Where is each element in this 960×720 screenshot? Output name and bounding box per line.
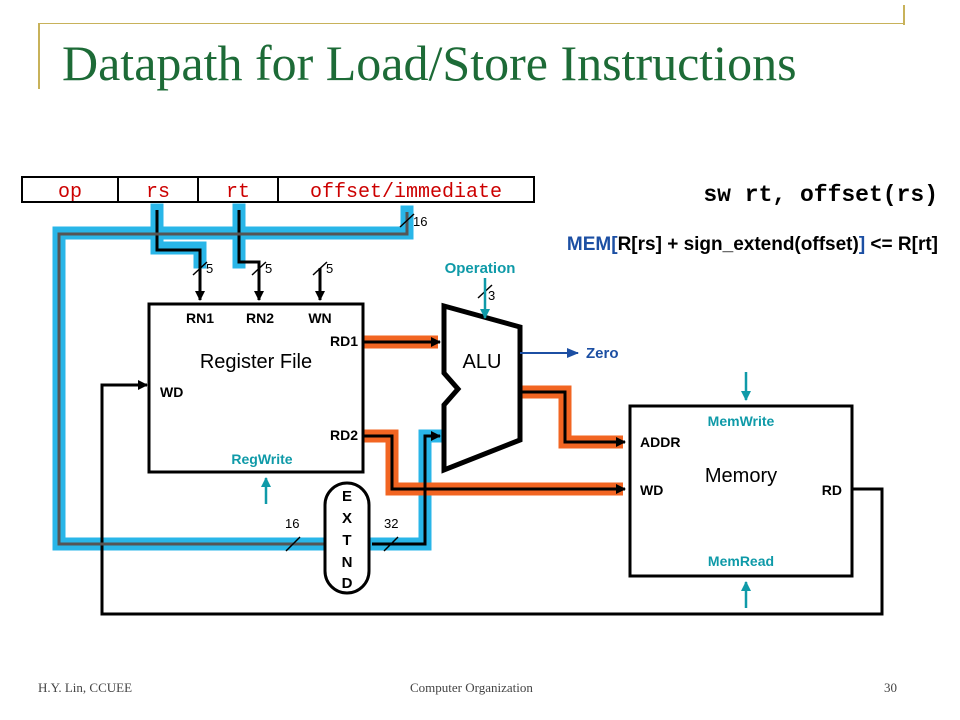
bus-width-labels: 5 5 5 3 16 16 32 [206, 214, 495, 531]
alu-label: ALU [463, 351, 502, 373]
field-offset: offset/immediate [310, 181, 502, 204]
field-rs: rs [146, 181, 170, 204]
semantics-suffix: <= R[rt] [865, 234, 938, 255]
wire-imm-loop [57, 212, 409, 546]
operation-label: Operation [445, 260, 516, 277]
width-imm: 16 [413, 214, 427, 229]
semantics-text: MEM[R[rs] + sign_extend(offset)] <= R[rt… [567, 234, 938, 255]
semantics-middle: R[rs] + sign_extend(offset) [618, 234, 859, 255]
memread-label: MemRead [708, 553, 774, 569]
port-rn2: RN2 [246, 310, 274, 326]
alu: ALU [441, 302, 523, 474]
extend-letter-x: X [342, 510, 352, 527]
width-wn: 5 [326, 261, 333, 276]
mem-port-wd: WD [640, 482, 663, 498]
wire-rs [155, 210, 205, 301]
semantics-close: ] [859, 234, 865, 255]
width-alu-op: 3 [488, 288, 495, 303]
extend-letter-d: D [342, 575, 353, 592]
regwrite-label: RegWrite [231, 451, 292, 467]
port-rd1: RD1 [330, 333, 358, 349]
extend-letter-e: E [342, 488, 352, 505]
mem-port-addr: ADDR [640, 434, 680, 450]
instruction-format: op rs rt offset/immediate [21, 176, 535, 204]
orange-path-alu-addr [520, 385, 623, 449]
port-wd: WD [160, 384, 183, 400]
mem-port-rd: RD [822, 482, 842, 498]
extend-letter-t: T [342, 532, 351, 549]
port-rd2: RD2 [330, 427, 358, 443]
register-file: Register File RN1 RN2 WN RD1 RD2 WD RegW… [147, 302, 365, 474]
footer-page-number: 30 [884, 680, 897, 695]
slide-border-right [903, 5, 905, 25]
memory-title: Memory [705, 465, 777, 487]
wire-rd2-memwd [363, 434, 626, 494]
port-rn1: RN1 [186, 310, 214, 326]
memwrite-label: MemWrite [708, 413, 775, 429]
wire-ext-alu [372, 431, 441, 546]
zero-label: Zero [586, 345, 619, 362]
width-rn2: 5 [265, 261, 272, 276]
wire-memrd-loop [100, 380, 884, 616]
sign-extend-unit: E X T N D [323, 481, 371, 595]
grey-wires [57, 212, 409, 546]
wire-alu-addr [520, 390, 626, 447]
port-wn: WN [308, 310, 331, 326]
field-op: op [58, 181, 82, 204]
extend-letter-n: N [342, 554, 353, 571]
bus-slashes [192, 213, 493, 552]
slide-border-top [38, 23, 904, 24]
field-rt: rt [226, 181, 250, 204]
width-ext-in: 16 [285, 516, 299, 531]
width-rn1: 5 [206, 261, 213, 276]
slide-border-left [38, 23, 40, 89]
instruction-text: sw rt, offset(rs) [703, 182, 938, 208]
footer-course: Computer Organization [410, 680, 533, 695]
slide-title: Datapath for Load/Store Instructions [62, 35, 797, 91]
wire-rt [237, 210, 264, 301]
register-file-title: Register File [200, 351, 312, 373]
memory: Memory ADDR WD RD MemWrite MemRead [628, 404, 854, 578]
footer-author: H.Y. Lin, CCUEE [38, 680, 133, 695]
wires [100, 210, 884, 616]
semantics-prefix: MEM[ [567, 234, 618, 255]
width-ext-out: 32 [384, 516, 398, 531]
